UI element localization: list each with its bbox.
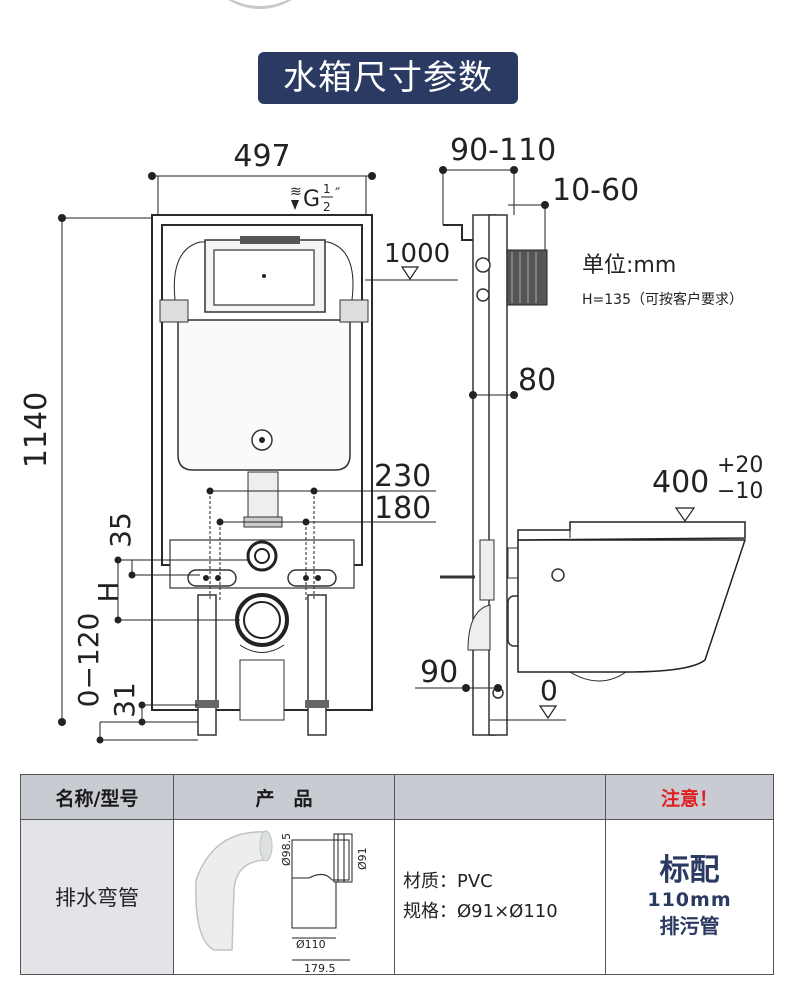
elbow-dia-98-label: Ø98.5 <box>280 833 293 866</box>
side-view: 90-110 10-60 80 90 0 <box>415 133 763 736</box>
dim-180-label: 180 <box>374 491 431 526</box>
dim-80-label: 80 <box>518 363 556 398</box>
note-pipe: 排污管 <box>659 914 720 938</box>
header-note: 注意！ <box>605 774 774 820</box>
technical-drawing: 497 ≋ G 1 2 ″ <box>19 133 763 744</box>
pipe-fraction-suffix: ″ <box>335 186 340 202</box>
product-spec-cell: 材质：PVC 规格：Ø91×Ø110 <box>394 819 606 975</box>
material-text: 材质：PVC <box>403 871 493 892</box>
header-blank <box>394 774 606 820</box>
bowl-level-marker-icon <box>674 507 696 523</box>
front-view: 497 ≋ G 1 2 ″ <box>19 139 458 744</box>
bowl-height-plus: +20 <box>717 453 763 478</box>
product-drawing-cell: Ø98.5 Ø91 Ø110 179.5 <box>173 819 395 975</box>
floor-marker-icon <box>538 705 558 720</box>
level-marker-icon <box>400 266 420 281</box>
table-header-row: 名称/型号 产 品 注意！ <box>20 774 774 820</box>
offset-dim-label: 10-60 <box>552 173 639 208</box>
elbow-len-label: 179.5 <box>304 962 336 974</box>
page-title: 水箱尺寸参数 <box>258 52 518 104</box>
note-standard: 标配 <box>659 853 720 888</box>
note-cell: 标配 110mm 排污管 <box>605 819 774 975</box>
note-size: 110mm <box>647 889 732 911</box>
floor-0-label: 0 <box>540 674 558 707</box>
table-row: 排水弯管 Ø98.5 Ø91 Ø110 179.5 材质：PVC <box>20 819 774 975</box>
header-product: 产 品 <box>173 774 395 820</box>
elbow-dia-91-label: Ø91 <box>356 847 369 870</box>
header-name: 名称/型号 <box>20 774 174 820</box>
product-name: 排水弯管 <box>20 819 174 975</box>
pipe-fraction-num: 1 <box>323 182 331 196</box>
level-1000-label: 1000 <box>384 239 450 269</box>
unit-label: 单位:mm <box>582 253 676 278</box>
top-decorative-arc <box>200 0 320 9</box>
dim-90-label: 90 <box>420 655 458 690</box>
pipe-thread-symbol: G <box>303 187 320 212</box>
width-dim-label: 497 <box>233 139 290 174</box>
dim-0-120-label: 0−120 <box>72 613 105 708</box>
drain-elbow-drawing: Ø98.5 Ø91 Ø110 179.5 <box>195 830 369 974</box>
dim-35-label: 35 <box>104 512 137 548</box>
pipe-fraction-den: 2 <box>323 200 331 214</box>
bowl-height-minus: −10 <box>717 479 763 504</box>
elbow-dia-110-label: Ø110 <box>296 938 326 951</box>
h-note: H=135（可按客户要求） <box>582 291 743 308</box>
spec-table: 名称/型号 产 品 注意！ 排水弯管 Ø98.5 Ø91 Ø110 <box>20 774 774 975</box>
water-inlet-icon: ≋ <box>290 184 302 200</box>
height-dim-label: 1140 <box>19 392 54 468</box>
dim-230-label: 230 <box>374 459 431 494</box>
dim-h-label: H <box>92 581 125 602</box>
spec-text: 规格：Ø91×Ø110 <box>403 901 558 922</box>
inlet-arrow-icon <box>291 200 299 210</box>
bowl-height-label: 400 <box>652 465 709 500</box>
depth-dim-label: 90-110 <box>450 133 556 168</box>
dim-31-label: 31 <box>108 682 141 718</box>
